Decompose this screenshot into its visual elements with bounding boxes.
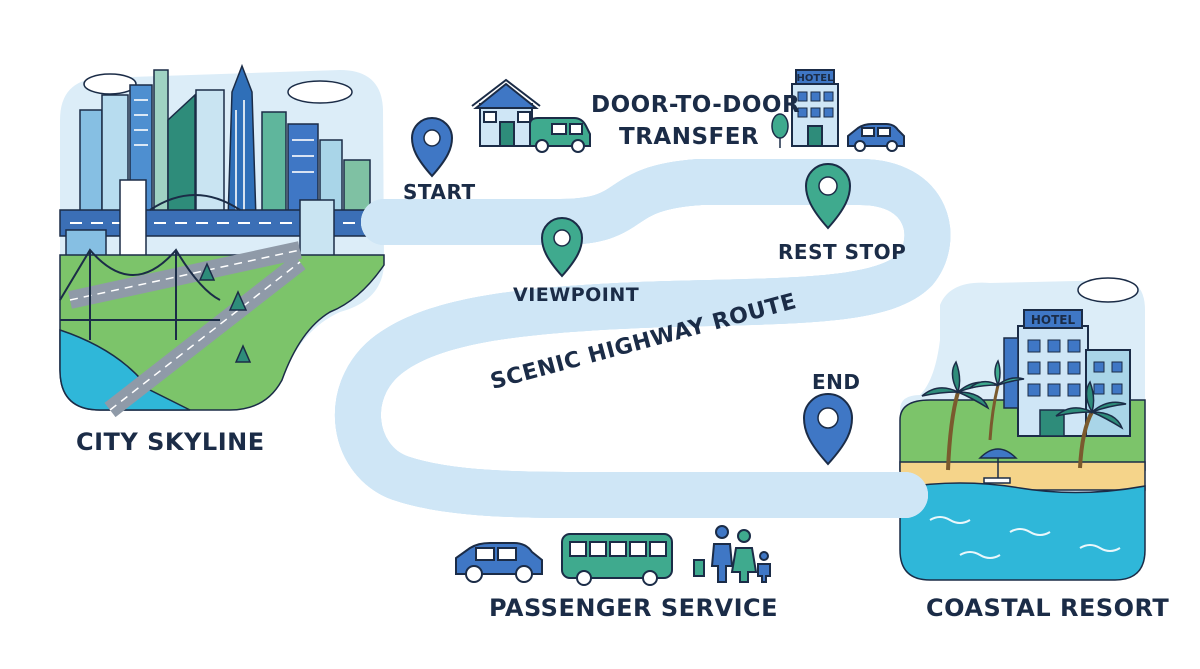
end-label: END	[812, 370, 861, 394]
city-skyline-label: CITY SKYLINE	[76, 428, 265, 456]
bus-icon	[561, 533, 673, 586]
viewpoint-pin	[540, 217, 584, 278]
tree-icon	[771, 113, 789, 148]
coastal-resort-label: COASTAL RESORT	[926, 594, 1170, 622]
end-pin	[802, 393, 854, 466]
car-icon	[847, 123, 905, 152]
start-pin	[410, 117, 454, 178]
family-icon	[693, 525, 771, 583]
palm-tree-icon	[921, 359, 1127, 471]
van-icon	[529, 117, 591, 153]
rest-stop-pin	[804, 163, 852, 230]
door-to-door-label-line2: TRANSFER	[619, 124, 760, 150]
hotel-sign-text: HOTEL	[797, 73, 835, 84]
hotel-icon: HOTEL	[791, 69, 839, 147]
start-label: START	[403, 180, 476, 204]
door-to-door-label-line1: DOOR-TO-DOOR	[591, 92, 801, 118]
umbrella-icon	[978, 448, 1018, 484]
passenger-service-label: PASSENGER SERVICE	[489, 594, 779, 622]
car-icon	[455, 542, 543, 583]
coastal-resort-illustration: HOTEL	[899, 277, 1146, 581]
highway-route	[358, 159, 928, 518]
hotel-sign-text: HOTEL	[1031, 313, 1076, 327]
city-skyline-illustration	[59, 63, 385, 418]
bridge-icon	[59, 248, 221, 340]
viewpoint-label: VIEWPOINT	[513, 284, 640, 306]
rest-stop-label: REST STOP	[778, 240, 907, 264]
